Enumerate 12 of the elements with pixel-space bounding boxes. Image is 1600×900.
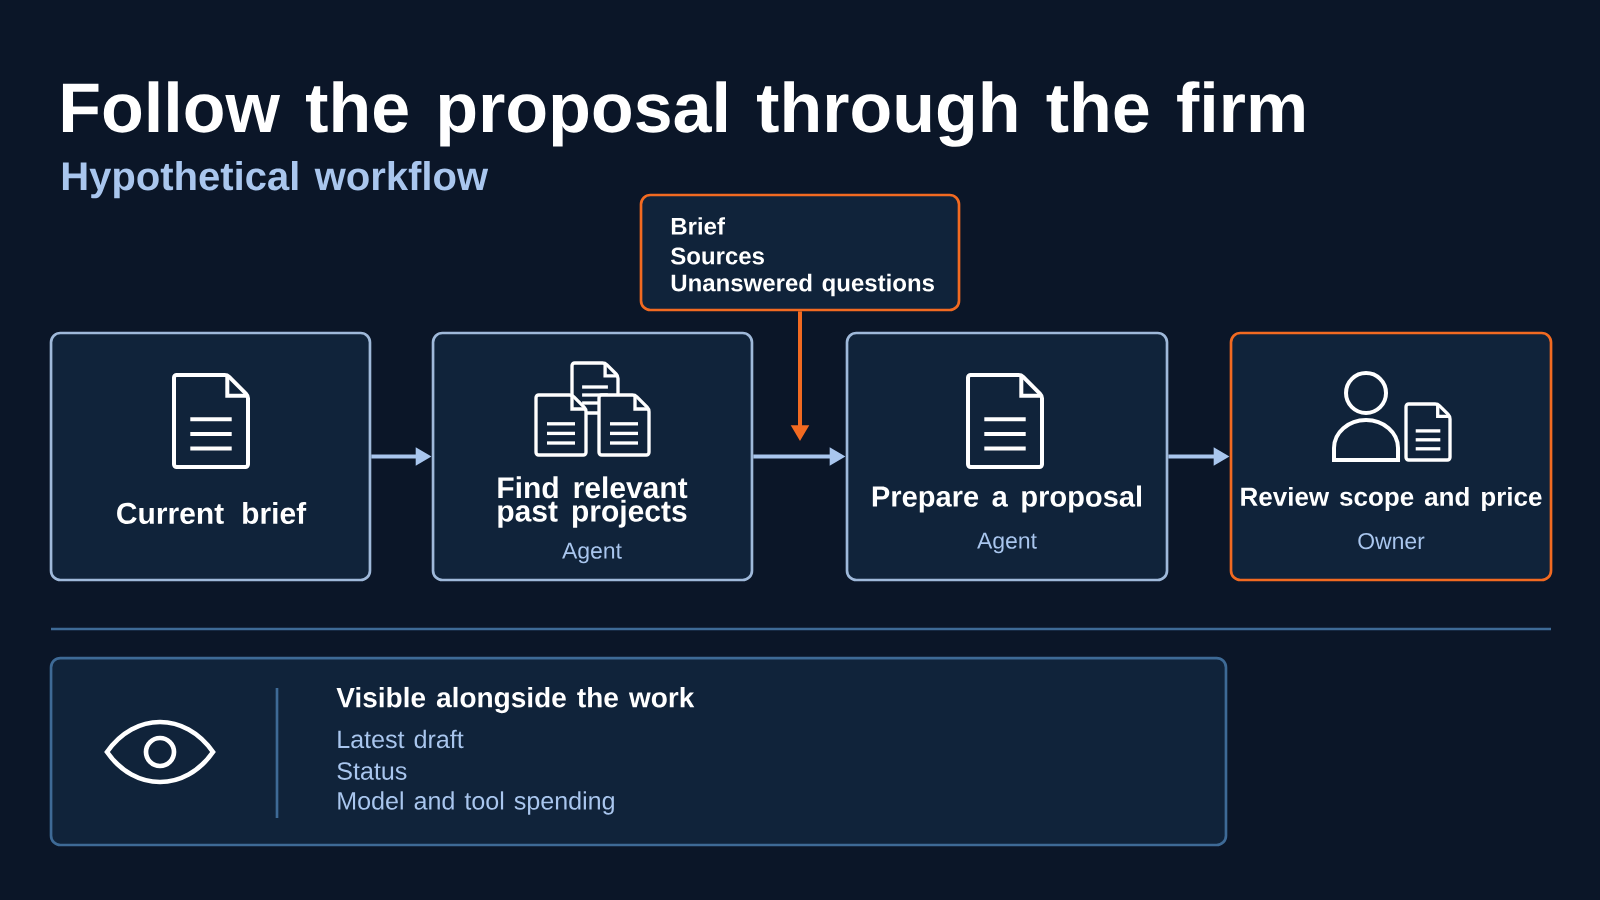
process-box: Find relevant past projects Agent (431, 331, 754, 582)
input-list-box: Brief Sources Unanswered questions (639, 193, 961, 312)
title: Follow the proposal through the firm (62, 81, 1304, 147)
node-label: Status (337, 762, 407, 780)
node-label: Model and tool spending (338, 791, 614, 815)
node-label: Visible alongside the work (336, 686, 695, 714)
info-panel: Visible alongside the work Latest draft Status Model and tool spending (49, 656, 1228, 847)
process-box: Prepare a proposal Agent (845, 331, 1169, 582)
review-box: Review scope and price Owner (1229, 331, 1553, 582)
process-box: Current brief (49, 331, 372, 582)
node-label: Latest draft (338, 729, 464, 749)
subtitle: Hypothetical workflow (62, 161, 489, 199)
